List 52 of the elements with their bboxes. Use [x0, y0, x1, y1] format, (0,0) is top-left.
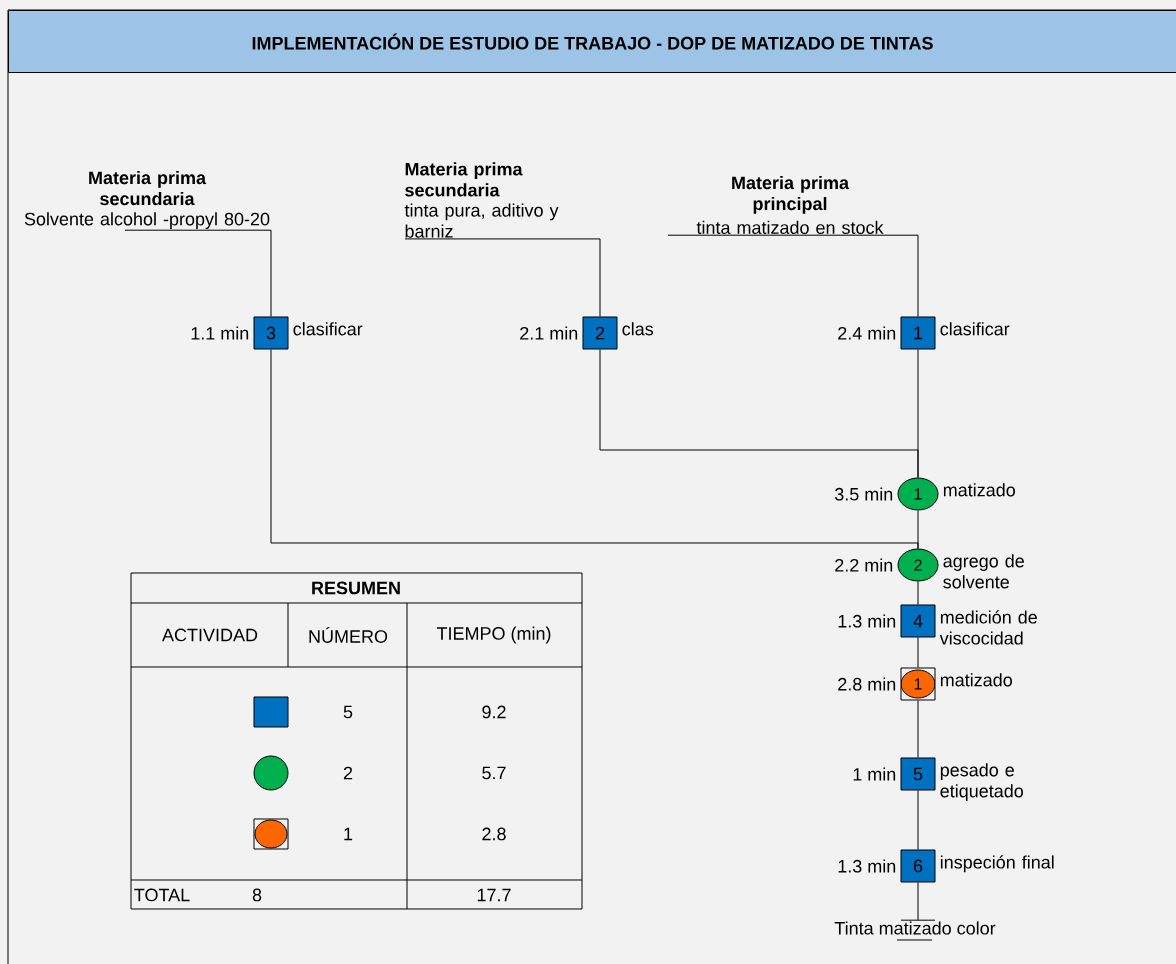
step-label: clasificar	[940, 322, 1010, 336]
time-label: 1 min	[853, 767, 896, 781]
connector-line	[599, 349, 919, 478]
time-label: 1.3 min	[838, 859, 896, 873]
column-header: ACTIVIDAD	[162, 628, 258, 642]
table-value: 1	[344, 827, 353, 841]
connector-line	[917, 637, 919, 668]
operation-box: 5	[900, 757, 936, 791]
product-label: Tinta matizado color	[834, 921, 996, 935]
time-label: 1.3 min	[838, 614, 896, 628]
table-value: 8	[252, 888, 262, 902]
table-value: 17.7	[477, 888, 511, 902]
table-value: 5	[343, 705, 353, 719]
step-label: clas	[622, 322, 654, 336]
time-label: 1.1 min	[191, 326, 249, 340]
table-header: RESUMEN	[312, 581, 400, 595]
connector-line	[900, 882, 936, 921]
time-label: 2.2 min	[835, 558, 893, 572]
connector-line	[404, 238, 601, 317]
connector-line	[124, 229, 272, 317]
time-label: 3.5 min	[834, 487, 893, 501]
time-label: 2.1 min	[520, 326, 578, 340]
operation-box: 2	[582, 316, 618, 350]
step-label: matizado	[940, 673, 1012, 687]
table-value: TOTAL	[134, 888, 190, 902]
step-label: matizado	[943, 483, 1015, 497]
material-label: Materia prima secundaria tinta pura, aditivo y barniz	[404, 162, 559, 238]
table-value: 2	[343, 766, 353, 780]
step-label: medición de viscocidad	[939, 610, 1037, 645]
title-band: IMPLEMENTACIÓN DE ESTUDIO DE TRABAJO - DOP DE MATIZADO DE TINTAS	[8, 10, 1176, 73]
operation-box: 4	[900, 604, 936, 638]
material-label: Materia prima principal tinta matizado en stock	[696, 176, 884, 234]
connector-line	[917, 581, 919, 605]
operation-box: 6	[900, 849, 936, 883]
step-label: agrego de solvente	[943, 554, 1024, 589]
operation-box: 3	[253, 316, 289, 350]
connector-line	[667, 234, 919, 317]
column-header: TIEMPO (min)	[436, 626, 551, 644]
operation-box: 1	[900, 316, 936, 350]
table-value: 5.7	[482, 766, 506, 780]
table-value: 2.8	[482, 827, 506, 841]
step-label: inspeción final	[940, 855, 1054, 873]
time-label: 2.8 min	[838, 677, 896, 691]
connector-line	[917, 790, 919, 850]
connector-line	[270, 349, 919, 549]
table-value: 9.2	[482, 705, 506, 719]
column-header: NÚMERO	[309, 627, 388, 643]
time-label: 2.4 min	[838, 326, 896, 340]
step-label: pesado e etiquetado	[940, 763, 1023, 801]
connector-line	[917, 700, 919, 758]
material-label: Materia prima secundaria Solvente alcohol -propyl 80-20	[24, 171, 270, 229]
step-label: clasificar	[293, 322, 363, 336]
